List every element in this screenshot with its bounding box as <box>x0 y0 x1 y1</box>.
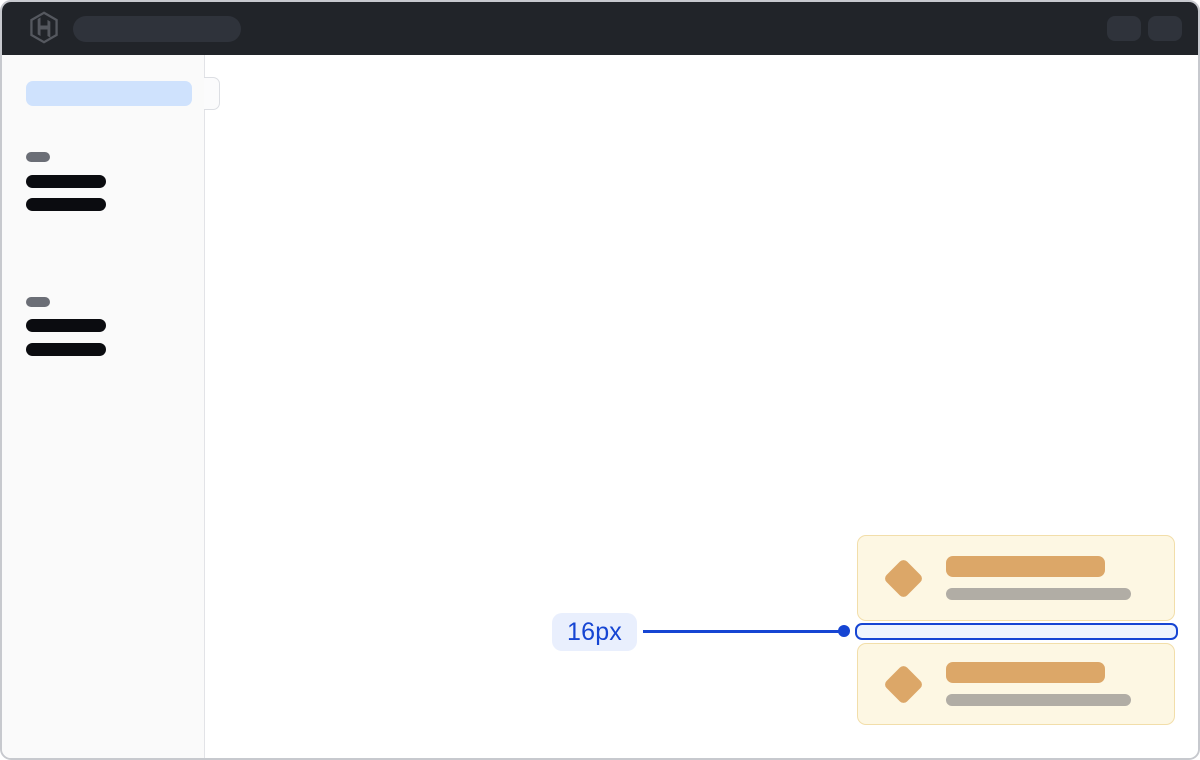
sidebar-collapse-toggle[interactable] <box>204 77 220 110</box>
toast-content <box>946 556 1131 600</box>
annotation-dot <box>838 625 850 637</box>
sidebar <box>2 55 205 758</box>
toast-card <box>857 643 1175 725</box>
sidebar-item-skeleton[interactable] <box>26 319 106 332</box>
main-content <box>206 55 1198 758</box>
search-input-skeleton[interactable] <box>73 15 241 42</box>
sidebar-item-skeleton[interactable] <box>26 198 106 211</box>
sidebar-section-label-skeleton <box>26 152 50 162</box>
diamond-icon <box>882 663 925 705</box>
sidebar-item-skeleton[interactable] <box>26 175 106 188</box>
hashicorp-logo-icon <box>29 10 59 47</box>
spacing-highlight-box <box>855 623 1178 640</box>
toast-title-skeleton <box>946 556 1105 577</box>
top-nav <box>2 2 1198 55</box>
toast-title-skeleton <box>946 662 1105 683</box>
toast-card <box>857 535 1175 621</box>
toast-text-skeleton <box>946 694 1131 706</box>
toast-content <box>946 662 1131 706</box>
diamond-icon <box>882 557 925 599</box>
spacing-label: 16px <box>552 613 637 651</box>
sidebar-active-item-skeleton[interactable] <box>26 81 192 106</box>
topbar-action-skeleton-help[interactable] <box>1107 16 1141 41</box>
toast-text-skeleton <box>946 588 1131 600</box>
sidebar-section-label-skeleton <box>26 297 50 307</box>
annotation-line <box>643 630 844 633</box>
home-logo-button[interactable] <box>28 10 60 47</box>
sidebar-item-skeleton[interactable] <box>26 343 106 356</box>
topbar-action-skeleton-user[interactable] <box>1148 16 1182 41</box>
